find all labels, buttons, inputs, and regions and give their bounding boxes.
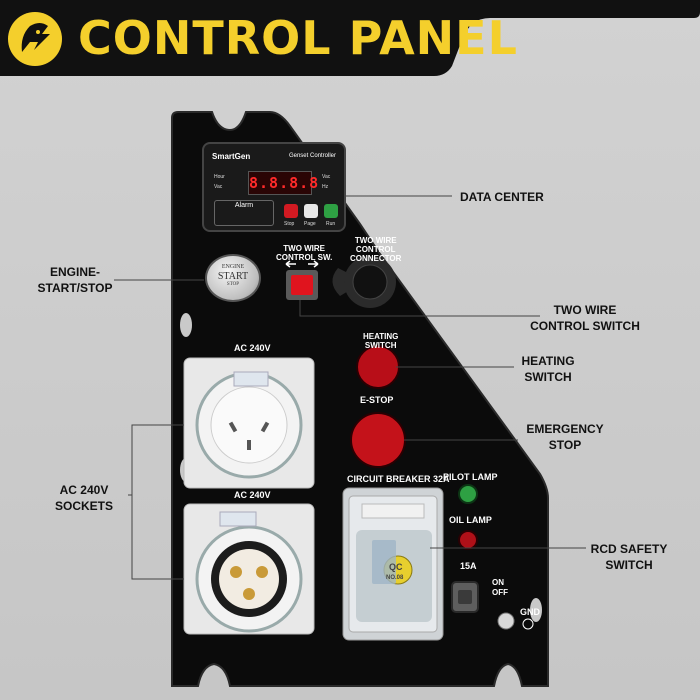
arrow-right-icon (308, 260, 319, 268)
callout-rcd: RCD SAFETY SWITCH (590, 542, 668, 572)
engine-start-stop-button[interactable]: ENGINE START STOP (205, 254, 261, 302)
page-label: Page (304, 221, 316, 227)
alarm-label: Alarm (234, 202, 254, 209)
on-label: ON (492, 578, 504, 587)
pilot-lamp (458, 484, 478, 504)
ac-bottom-label: AC 240V (234, 490, 271, 500)
ac-socket-bottom (183, 503, 315, 635)
breaker-label: CIRCUIT BREAKER 32A (347, 474, 450, 484)
two-wire-sw-label: TWO WIRE CONTROL SW. (276, 244, 333, 262)
ac-top-label: AC 240V (234, 343, 271, 353)
oil-lamp (458, 530, 478, 550)
callout-data-center: DATA CENTER (460, 190, 544, 204)
callout-heating: HEATING SWITCH (521, 354, 575, 384)
callout-emergency: EMERGENCY STOP (526, 422, 604, 452)
page-button[interactable] (304, 204, 318, 218)
header-banner: CONTROL PANEL (0, 0, 700, 76)
pilot-lamp-label: PILOT LAMP (443, 472, 498, 482)
label-hour: Hour (214, 174, 225, 180)
qc-number: NO.08 (386, 575, 404, 581)
start-text-stop: STOP (226, 282, 240, 287)
callout-lines (114, 195, 586, 580)
emergency-stop-button (350, 412, 406, 468)
two-wire-switch-rocker (291, 275, 313, 295)
smartgen-controller: SmartGen Genset Controller Hour Vac Vac … (202, 142, 346, 232)
start-text-start: START (217, 271, 249, 282)
label-vac-left: Vac (214, 184, 223, 190)
gnd-label: GND (520, 607, 540, 617)
heating-switch-label: HEATING SWITCH (363, 332, 399, 350)
rcd-safety-switch (342, 487, 444, 641)
mount-slot (180, 313, 192, 337)
controller-display: 8.8.8.8 (248, 171, 318, 195)
arrow-left-icon (285, 260, 296, 268)
run-label: Run (326, 221, 336, 227)
alarm-panel: Alarm (214, 200, 274, 226)
controller-brand: SmartGen (212, 152, 251, 161)
header-background (0, 0, 700, 76)
run-button[interactable] (324, 204, 338, 218)
two-wire-connector (332, 256, 396, 308)
e-stop-label: E-STOP (360, 395, 394, 405)
page-title: CONTROL PANEL (78, 11, 518, 65)
ac-socket-top (183, 357, 315, 489)
heating-switch-button (356, 345, 400, 389)
start-text-engine: ENGINE (221, 264, 245, 270)
callout-engine: ENGINE- START/STOP (37, 265, 113, 295)
callout-ac-sockets: AC 240V SOCKETS (54, 483, 113, 513)
stop-button[interactable] (284, 204, 298, 218)
lightning-head-icon (8, 12, 62, 66)
mount-slot (530, 598, 542, 622)
controller-title: Genset Controller (288, 153, 336, 159)
oil-lamp-label: OIL LAMP (449, 515, 492, 525)
gnd-terminal (497, 612, 515, 630)
rating-label: 15A (460, 561, 477, 571)
label-vac-right: Vac (322, 174, 331, 180)
label-hz: Hz (322, 184, 329, 190)
ground-icon-ring (522, 618, 534, 630)
callout-two-wire: TWO WIRE CONTROL SWITCH (530, 303, 640, 333)
off-label: OFF (492, 588, 508, 597)
stop-label: Stop (284, 221, 295, 227)
two-wire-connector-label: TWO WIRE CONTROL CONNECTOR (350, 236, 402, 263)
qc-label: QC (389, 562, 403, 572)
